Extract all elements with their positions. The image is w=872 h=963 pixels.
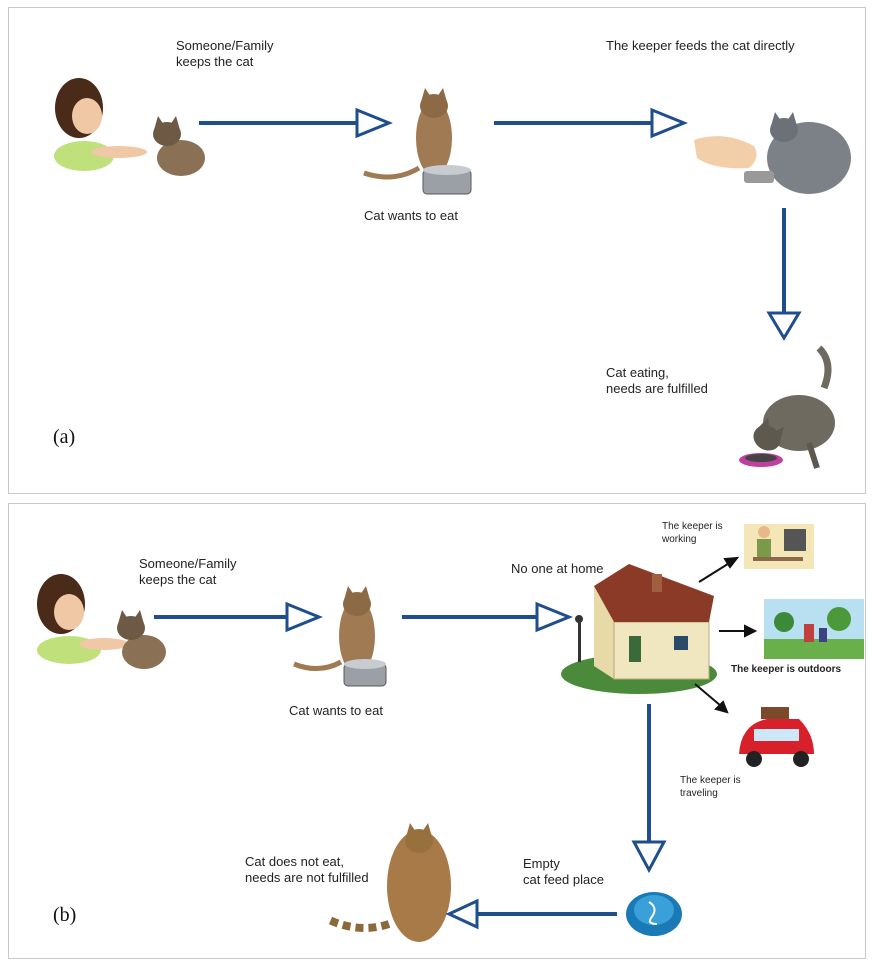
park-icon [764, 599, 864, 659]
cat-eating-icon [739, 345, 835, 469]
empty-label: Empty cat feed place [523, 856, 604, 887]
arrow-home-to-bowl [631, 704, 667, 874]
arrow-hungry-to-home [402, 601, 573, 633]
cat-wants-label: Cat wants to eat [364, 208, 458, 223]
child-with-cat-icon [54, 78, 205, 176]
arrow-keeper-to-hungry [199, 107, 393, 139]
eating-label: Cat eating, needs are fulfilled [606, 365, 708, 396]
sitting-cat-icon [325, 823, 451, 942]
working-label: The keeper is working [662, 521, 723, 545]
hand-feeding-cat-icon [694, 112, 851, 194]
arrow-to-working [698, 556, 740, 583]
child-with-cat-icon [37, 574, 166, 669]
panel-b-tag: (b) [53, 904, 77, 926]
panel-b-graphics [37, 524, 864, 942]
empty-bowl-icon [626, 892, 682, 936]
hungry-cat-icon [363, 88, 472, 195]
cat-wants-label: Cat wants to eat [289, 703, 383, 718]
arrow-to-traveling [694, 683, 729, 714]
arrow-bowl-to-cat [445, 898, 617, 930]
feeds-label: The keeper feeds the cat directly [606, 38, 795, 53]
panel-a: Someone/Family keeps the cat Cat wants t… [8, 7, 866, 494]
house-icon [561, 564, 717, 694]
panel-a-graphics [54, 78, 851, 469]
arrow-hungry-to-feed [494, 107, 688, 139]
car-icon [739, 707, 814, 767]
panel-b: Someone/Family keeps the cat Cat wants t… [8, 503, 866, 959]
outdoors-label: The keeper is outdoors [731, 664, 842, 675]
keeper-label: Someone/Family keeps the cat [176, 38, 274, 69]
panel-a-tag: (a) [53, 426, 76, 448]
arrow-to-outdoors [719, 624, 758, 638]
arrow-keeper-to-hungry [154, 601, 323, 633]
keeper-label: Someone/Family keeps the cat [139, 556, 237, 587]
traveling-label: The keeper is traveling [680, 775, 741, 799]
keeper-working-icon [744, 524, 814, 569]
no-one-label: No one at home [511, 561, 604, 576]
hungry-cat-icon [293, 586, 387, 687]
arrow-feed-to-eating [766, 208, 802, 341]
not-eat-label: Cat does not eat, needs are not fulfille… [245, 854, 369, 885]
